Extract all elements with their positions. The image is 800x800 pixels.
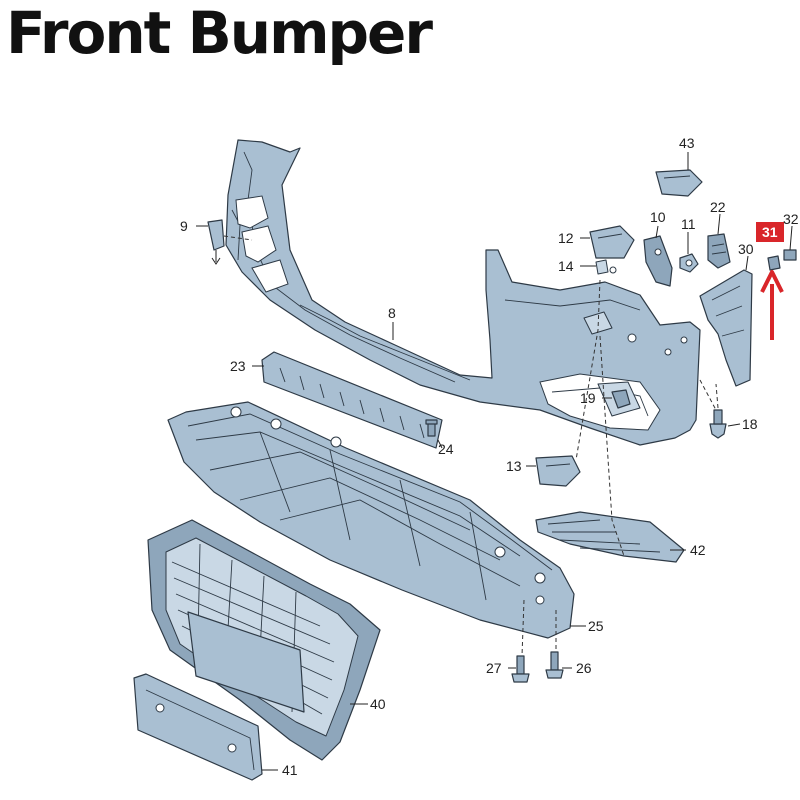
callout-11: 11 bbox=[681, 216, 696, 232]
part-24-screw bbox=[425, 419, 438, 437]
callout-23: 23 bbox=[230, 358, 246, 374]
callout-27: 27 bbox=[486, 660, 502, 676]
part-12-bracket bbox=[589, 225, 635, 259]
diagram-title: Front Bumper bbox=[6, 0, 433, 67]
bumper-cover-part bbox=[225, 139, 701, 446]
callout-22: 22 bbox=[710, 199, 726, 215]
part-9-clip bbox=[207, 219, 225, 265]
highlight-box-31 bbox=[756, 222, 784, 242]
callout-40: 40 bbox=[370, 696, 386, 712]
callout-30: 30 bbox=[738, 241, 754, 257]
callout-42: 42 bbox=[690, 542, 706, 558]
part-11-nut bbox=[679, 253, 699, 273]
part-30-side-bracket bbox=[699, 269, 753, 387]
callout-19: 19 bbox=[580, 390, 596, 406]
callout-9: 9 bbox=[180, 218, 188, 234]
callout-41: 41 bbox=[282, 762, 298, 778]
callout-12: 12 bbox=[558, 230, 574, 246]
callout-25: 25 bbox=[588, 618, 604, 634]
callout-8: 8 bbox=[388, 305, 396, 321]
part-13-cover-cap bbox=[535, 455, 581, 487]
red-highlight-arrow bbox=[760, 270, 784, 340]
part-10-bracket bbox=[643, 235, 673, 287]
callout-10: 10 bbox=[650, 209, 666, 225]
part-31-bolt bbox=[767, 255, 781, 271]
part-14-clip bbox=[595, 259, 617, 275]
callout-26: 26 bbox=[576, 660, 592, 676]
callout-32: 32 bbox=[783, 211, 799, 227]
part-40-radiator-grille bbox=[147, 519, 381, 761]
callout-31: 31 bbox=[762, 224, 778, 240]
callout-14: 14 bbox=[558, 258, 574, 274]
part-23-grille-strip bbox=[261, 351, 443, 449]
part-26-screw bbox=[545, 651, 564, 679]
callout-43: 43 bbox=[679, 135, 695, 151]
part-43-trim-cap bbox=[655, 169, 703, 197]
callout-labels: 43 9 10 11 22 31 32 12 30 14 8 23 19 18 … bbox=[180, 135, 799, 778]
part-19-clip bbox=[611, 389, 631, 409]
part-25-carrier bbox=[167, 401, 575, 639]
callout-13: 13 bbox=[506, 458, 522, 474]
part-41-plate-holder bbox=[133, 673, 263, 781]
part-32-bolt bbox=[783, 249, 797, 261]
leader-lines bbox=[196, 152, 793, 771]
part-18-push-clip bbox=[709, 383, 727, 439]
callout-24: 24 bbox=[438, 441, 454, 457]
part-27-screw bbox=[511, 655, 530, 683]
part-42-lower-grille bbox=[535, 511, 685, 563]
part-22-guide bbox=[707, 233, 731, 269]
callout-18: 18 bbox=[742, 416, 758, 432]
